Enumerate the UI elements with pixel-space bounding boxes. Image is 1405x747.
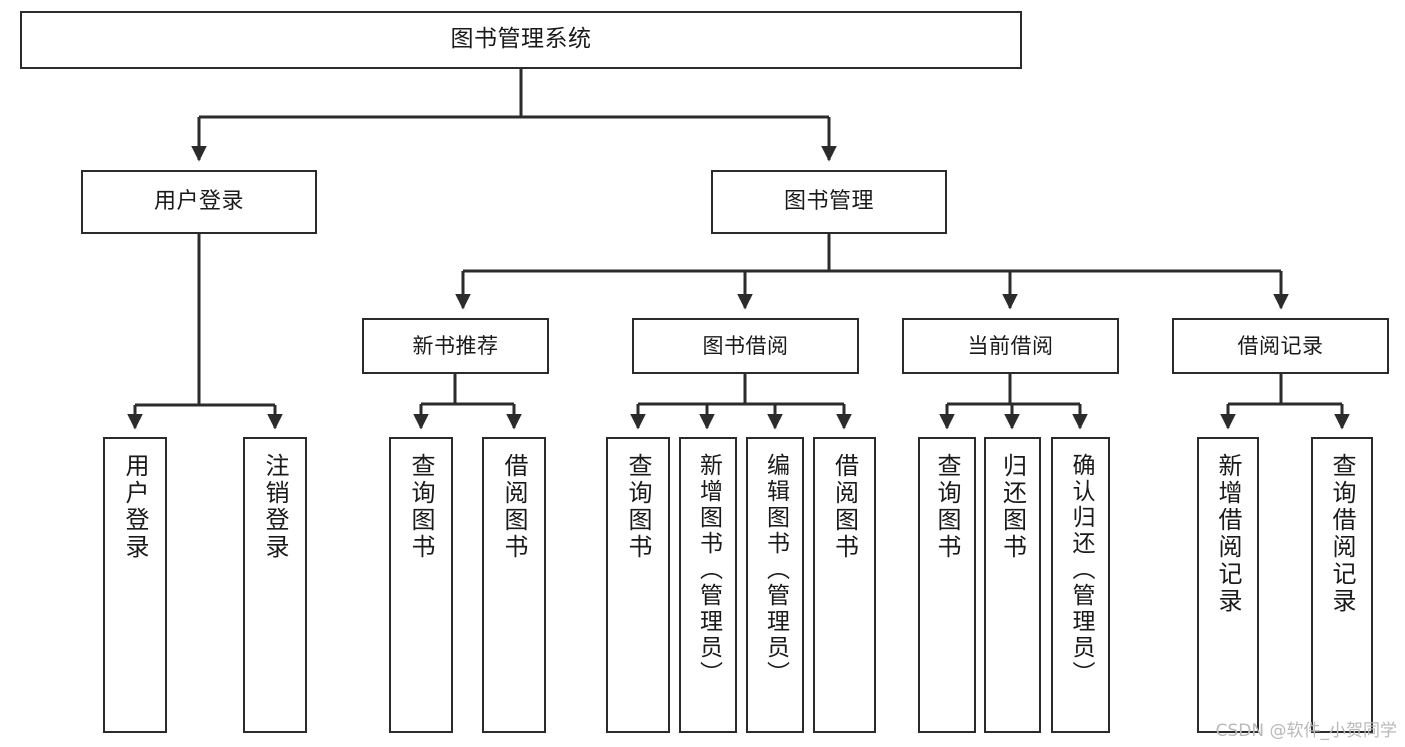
- node-label: 借阅图书: [500, 453, 528, 561]
- node-label: 注销登录: [261, 453, 289, 561]
- node-book-borrow[interactable]: 图书借阅: [632, 318, 859, 374]
- node-label: 图书管理系统: [450, 26, 592, 53]
- leaf-new-book-borrow[interactable]: 借阅图书: [482, 437, 546, 733]
- leaf-book-borrow-add[interactable]: 新增图书（管理员）: [679, 437, 737, 733]
- leaf-current-borrow-query[interactable]: 查询图书: [918, 437, 976, 733]
- node-book-management-system[interactable]: 图书管理系统: [20, 11, 1022, 69]
- leaf-borrow-record-add[interactable]: 新增借阅记录: [1197, 437, 1259, 733]
- node-label: 查询借阅记录: [1328, 453, 1356, 615]
- node-current-borrow[interactable]: 当前借阅: [902, 318, 1119, 374]
- node-label: 当前借阅: [967, 333, 1054, 358]
- node-new-book-recommend[interactable]: 新书推荐: [362, 318, 549, 374]
- node-user-login[interactable]: 用户登录: [81, 170, 317, 234]
- leaf-current-borrow-return[interactable]: 归还图书: [984, 437, 1041, 733]
- node-borrow-record[interactable]: 借阅记录: [1172, 318, 1389, 374]
- leaf-borrow-record-query[interactable]: 查询借阅记录: [1311, 437, 1373, 733]
- leaf-user-login-signout[interactable]: 注销登录: [243, 437, 307, 733]
- leaf-book-borrow-query[interactable]: 查询图书: [606, 437, 670, 733]
- leaf-book-borrow-borrow[interactable]: 借阅图书: [813, 437, 876, 733]
- node-label: 借阅记录: [1237, 333, 1324, 358]
- node-label: 确认归还（管理员）: [1068, 453, 1094, 687]
- node-label: 借阅图书: [830, 453, 859, 561]
- node-label: 查询图书: [624, 453, 652, 561]
- leaf-user-login-signin[interactable]: 用户登录: [103, 437, 167, 733]
- node-book-management[interactable]: 图书管理: [711, 170, 947, 234]
- node-label: 查询图书: [933, 453, 961, 561]
- watermark-text: CSDN @软件_小贺同学: [1215, 721, 1397, 741]
- node-label: 编辑图书（管理员）: [762, 453, 789, 687]
- leaf-current-borrow-confirm-return[interactable]: 确认归还（管理员）: [1051, 437, 1110, 733]
- node-label: 新增借阅记录: [1214, 453, 1242, 615]
- node-label: 图书管理: [783, 189, 874, 215]
- node-label: 新增图书（管理员）: [695, 453, 722, 687]
- leaf-new-book-query[interactable]: 查询图书: [389, 437, 453, 733]
- node-label: 图书借阅: [702, 333, 789, 358]
- node-label: 用户登录: [153, 189, 244, 215]
- node-label: 用户登录: [121, 453, 149, 561]
- node-label: 归还图书: [998, 453, 1027, 561]
- node-label: 新书推荐: [412, 333, 499, 358]
- node-label: 查询图书: [407, 453, 435, 561]
- leaf-book-borrow-edit[interactable]: 编辑图书（管理员）: [746, 437, 804, 733]
